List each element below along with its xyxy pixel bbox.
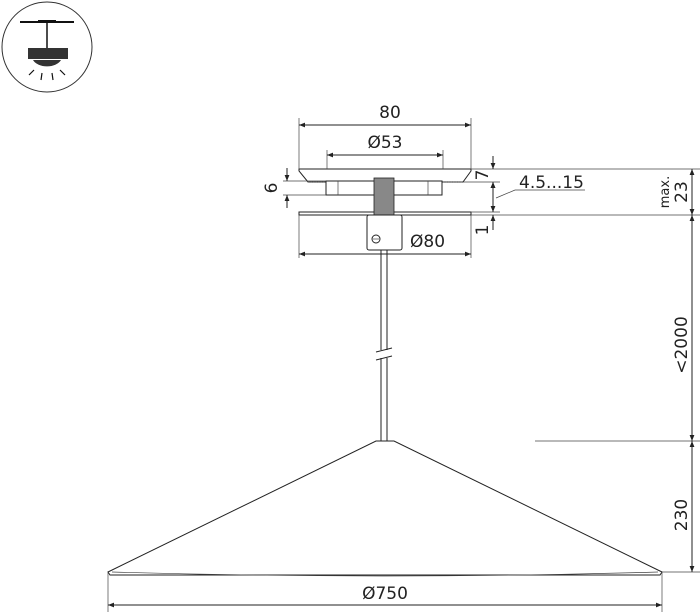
mount-diameter-label: Ø53 [367, 133, 402, 153]
base-plate-diameter-label: Ø80 [410, 232, 445, 252]
max-height-label: 23 [672, 181, 692, 203]
shade-height-label: 230 [672, 499, 692, 531]
lamp-shade [107, 440, 663, 577]
middle-height-label: 6 [262, 183, 282, 194]
ceiling-thickness-label: 4.5...15 [519, 173, 584, 193]
plate-thickness-label: 1 [473, 225, 493, 236]
canopy-width-label: 80 [379, 103, 401, 123]
pendant-lamp-icon [1, 1, 93, 93]
cable-length-label: <2000 [672, 316, 692, 374]
dimension-lines [107, 118, 700, 612]
shade-diameter-label: Ø750 [362, 584, 408, 604]
cable [375, 250, 393, 441]
top-height-label: 7 [473, 170, 493, 181]
max-label: max. [658, 176, 673, 208]
